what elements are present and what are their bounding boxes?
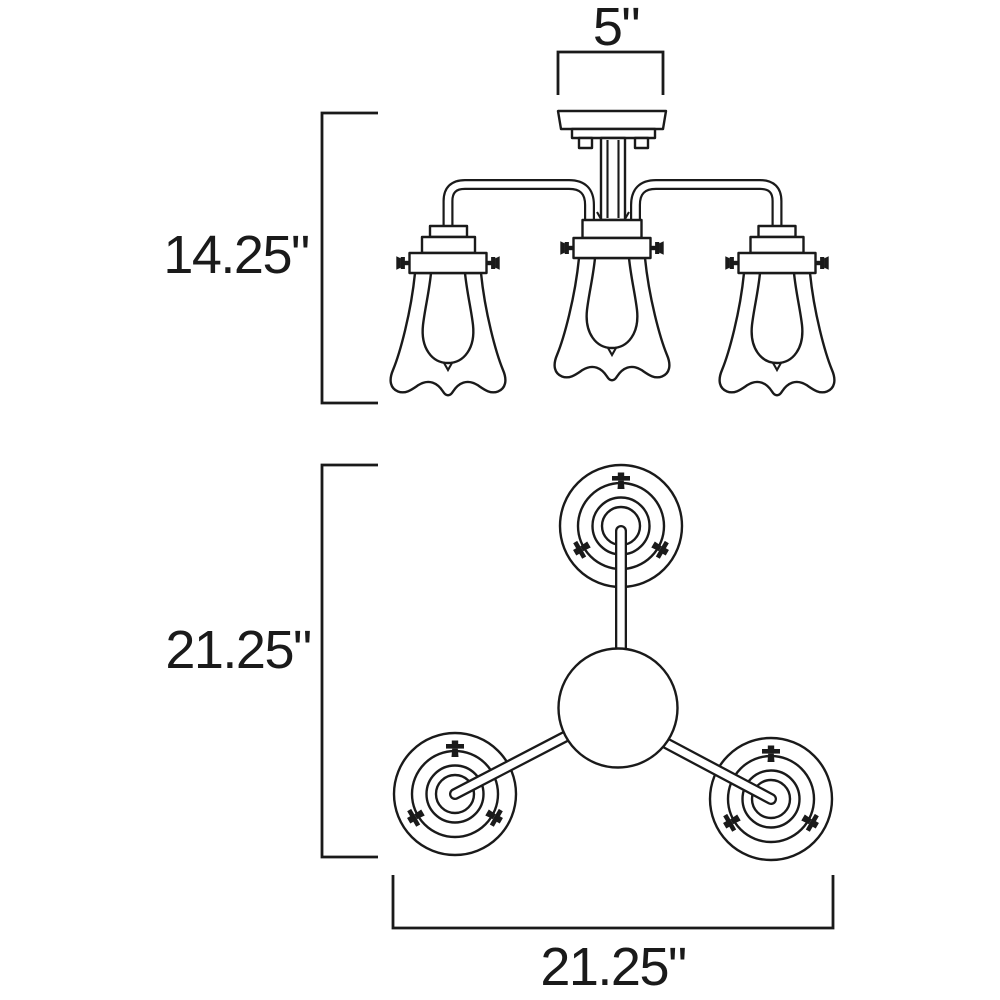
lamp-right bbox=[720, 224, 835, 395]
lamp-left-neck bbox=[420, 235, 477, 255]
canopy-plate bbox=[556, 109, 668, 131]
lamp-center-neck bbox=[581, 218, 643, 240]
plan-arm-right bbox=[656, 735, 777, 805]
plan-view bbox=[394, 465, 832, 860]
dimension-canopy-width: 5" bbox=[556, 0, 665, 95]
lamp-center-shade bbox=[555, 238, 670, 380]
dimension-plan-width: 21.25" bbox=[391, 875, 835, 997]
lamp-left bbox=[391, 224, 506, 395]
lamp-left-shade bbox=[391, 253, 506, 395]
side-view bbox=[391, 109, 835, 395]
lamp-center bbox=[555, 218, 670, 380]
canopy-screw-right bbox=[633, 136, 650, 150]
canopy-screw-left bbox=[577, 136, 594, 150]
plan-arm-left bbox=[449, 724, 584, 800]
dimension-label-plan-width: 21.25" bbox=[540, 937, 685, 997]
dimension-bracket-width bbox=[391, 875, 835, 930]
plan-center-body bbox=[557, 647, 679, 769]
arm-right bbox=[630, 179, 783, 228]
lamp-left-cap bbox=[428, 224, 469, 239]
arm-left bbox=[442, 179, 595, 228]
dimension-bracket-canopy bbox=[556, 50, 665, 95]
center-stem bbox=[596, 136, 630, 222]
dimension-label-plan-depth: 21.25" bbox=[165, 620, 310, 680]
dimension-label-fixture-height: 14.25" bbox=[163, 225, 308, 285]
dimension-label-canopy-width: 5" bbox=[593, 0, 639, 57]
lamp-right-shade bbox=[720, 253, 835, 395]
canopy-collar bbox=[570, 127, 657, 140]
dimension-plan-depth: 21.25" bbox=[165, 463, 378, 859]
lamp-right-cap bbox=[757, 224, 797, 239]
canopy bbox=[556, 109, 668, 150]
lamp-right-neck bbox=[749, 235, 805, 255]
dimension-fixture-height: 14.25" bbox=[163, 111, 378, 405]
dimension-bracket-depth bbox=[320, 463, 378, 859]
dimension-bracket-height bbox=[320, 111, 378, 405]
